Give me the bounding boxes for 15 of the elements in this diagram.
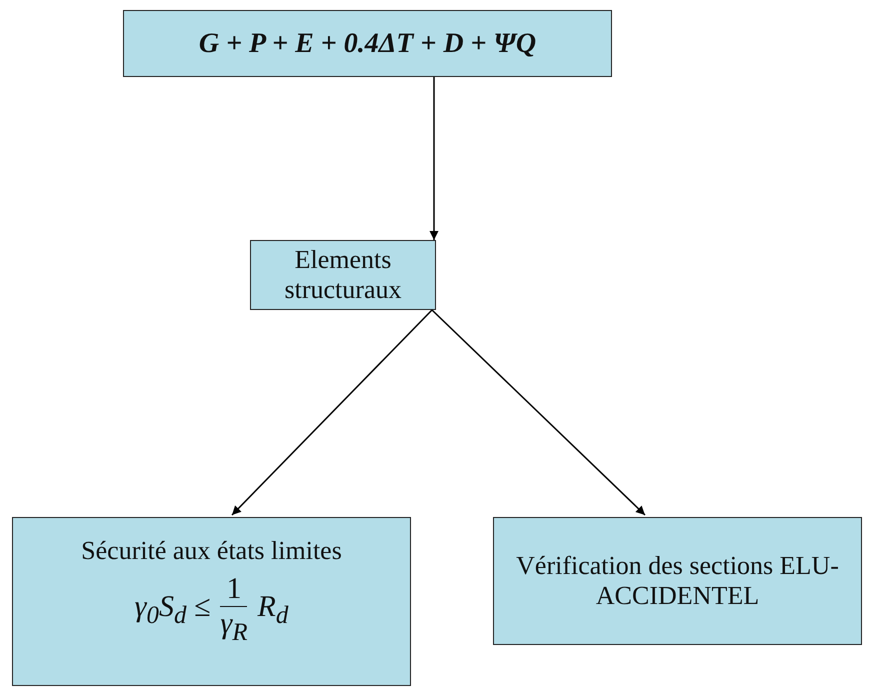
arrow [231,309,433,516]
process-box [12,517,411,686]
box-heading: Sécurité aux états limites [81,536,342,566]
formula-text: R$_{d}$ [258,590,288,630]
formula-text: G + P + E + 0.4ΔT + D + ΨQ [198,28,536,60]
formula-box [123,10,612,77]
fraction-denominator: γ$_{R}$ [220,607,248,647]
arrow [430,77,438,240]
process-box [493,517,862,645]
box-label: Vérification des sections ELU-ACCIDENTEL [515,551,840,611]
process-box [250,240,436,310]
box-label: Elements structuraux [284,245,402,305]
formula-text: γ$_{0}$S$_{d}$ ≤ [134,590,210,630]
arrow [431,309,646,516]
fraction-numerator: 1 [220,572,248,607]
